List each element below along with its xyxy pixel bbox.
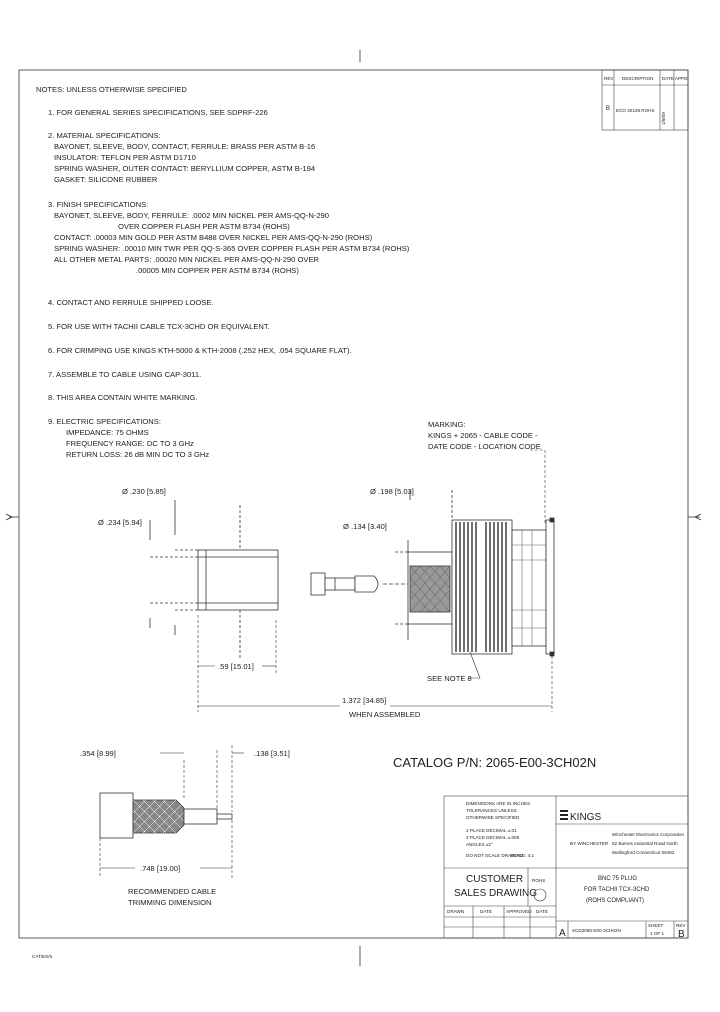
rev-description: ECO 40128 ROHS — [616, 108, 655, 113]
note-6: 6. FOR CRIMPING USE KINGS KTH-5000 & KTH… — [48, 346, 352, 355]
trim-label: RECOMMENDED CABLE — [128, 887, 216, 896]
rev-date: 1/8/09 — [661, 112, 666, 125]
ferrule-sleeve-drawing — [149, 500, 279, 660]
date-col-header: DATE APPD — [662, 76, 688, 81]
note-7: 7. ASSEMBLE TO CABLE USING CAP-3011. — [48, 370, 201, 379]
contact-pin-drawing — [310, 572, 379, 596]
title-block: DIMENSIONS ARE IN INCHES TOLERANCES UNLE… — [443, 795, 689, 940]
approved-label: APPROVED — [506, 909, 532, 914]
marking-line: KINGS + 2065 - CABLE CODE - — [428, 431, 538, 440]
note-2-title: 2. MATERIAL SPECIFICATIONS: — [48, 131, 161, 140]
dim-1372: 1.372 [34.85] — [342, 696, 386, 705]
customer-label: CUSTOMER — [466, 874, 523, 885]
dim-138: .138 [3.51] — [254, 749, 290, 758]
note-3-line: OVER COPPER FLASH PER ASTM B734 (ROHS) — [118, 222, 290, 231]
sheet-value: 1 OF 1 — [650, 931, 664, 936]
date-label: DATE — [480, 909, 492, 914]
rohs-seal-icon — [533, 888, 547, 902]
note-2-line: SPRING WASHER, OUTER CONTACT: BERYLLIUM … — [54, 164, 315, 173]
rev-col-header: REV — [604, 76, 614, 81]
do-not-scale: DO NOT SCALE DRAWING — [466, 853, 524, 858]
note-1: 1. FOR GENERAL SERIES SPECIFICATIONS, SE… — [48, 108, 268, 117]
dimension-lines — [197, 615, 553, 712]
rev-letter: B — [606, 106, 610, 112]
drawn-label: DRAWN — [447, 909, 464, 914]
when-assembled-label: WHEN ASSEMBLED — [349, 710, 421, 719]
footer-code: CAT/ES/5 — [32, 954, 53, 959]
note-3-line: SPRING WASHER: .00010 MIN TWR PER QQ-S-3… — [54, 244, 410, 253]
dim-d198: Ø .198 [5.03] — [370, 487, 414, 496]
note-3-line: .00005 MIN COPPER PER ASTM B734 (ROHS) — [136, 266, 299, 275]
sales-drawing-label: SALES DRAWING — [454, 888, 537, 899]
dim-d230: Ø .230 [5.85] — [122, 487, 166, 496]
tolerance-line: ANGLES ±2° — [466, 842, 493, 847]
dim-748: .748 [19.00] — [140, 864, 180, 873]
trim-label: TRIMMING DIMENSION — [128, 898, 212, 907]
marking-line: DATE CODE - LOCATION CODE — [428, 442, 541, 451]
tolerance-line: OTHERWISE SPECIFIED — [466, 815, 520, 820]
bnc-plug-drawing — [383, 490, 555, 657]
dim-354: .354 [8.99] — [80, 749, 116, 758]
drawing-number: SCD2065-E00-3CH02N — [572, 928, 621, 933]
rev-label: REV — [676, 923, 686, 928]
note-9-title: 9. ELECTRIC SPECIFICATIONS: — [48, 417, 161, 426]
catalog-number: CATALOG P/N: 2065-E00-3CH02N — [393, 755, 596, 770]
notes-block: NOTES: UNLESS OTHERWISE SPECIFIED 1. FOR… — [36, 85, 410, 459]
note-9-line: FREQUENCY RANGE: DC TO 3 GHz — [66, 439, 194, 448]
rev-value: B — [678, 929, 685, 940]
company-address: Winchester Electronics Corporation — [612, 832, 684, 837]
company-sub: BY WINCHESTER — [570, 841, 609, 846]
rohs-label: ROHS — [532, 878, 545, 883]
note-2-line: GASKET: SILICONE RUBBER — [54, 175, 158, 184]
note-5: 5. FOR USE WITH TACHII CABLE TCX-3CHD OR… — [48, 322, 270, 331]
marking-callout: MARKING: KINGS + 2065 - CABLE CODE - DAT… — [428, 420, 546, 525]
tolerance-line: 3 PLACE DECIMAL ±.005 — [466, 835, 520, 840]
tolerance-line: TOLERANCES UNLESS — [466, 808, 517, 813]
company-logo-text: KINGS — [570, 812, 601, 823]
company-address: Wallingford Connecticut 06492 — [612, 850, 675, 855]
scale-value: SCALE: 4:1 — [510, 853, 534, 858]
dim-d134: Ø .134 [3.40] — [343, 522, 387, 531]
note-3-line: BAYONET, SLEEVE, BODY, FERRULE: .0002 MI… — [54, 211, 329, 220]
drawing-title: BNC 75 PLUG — [598, 876, 637, 882]
note-3-line: CONTACT: .00003 MIN GOLD PER ASTM B488 O… — [54, 233, 373, 242]
dim-d234: Ø .234 [5.94] — [98, 518, 142, 527]
cable-trim-drawing — [99, 745, 244, 878]
note-2-line: BAYONET, SLEEVE, BODY, CONTACT, FERRULE:… — [54, 142, 315, 151]
company-address: 62 Barnes Industrial Road North — [612, 841, 678, 846]
desc-col-header: DESCRIPTION — [622, 76, 653, 81]
date-label: DATE — [536, 909, 548, 914]
tolerance-line: DIMENSIONS ARE IN INCHES — [466, 801, 530, 806]
size-value: A — [559, 928, 566, 939]
drawing-title: FOR TACHII TCX-3CHD — [584, 887, 650, 893]
drawing-title: (ROHS COMPLIANT) — [586, 898, 644, 904]
marking-line: MARKING: — [428, 420, 466, 429]
sheet-label: SHEET — [648, 923, 664, 928]
note-9-line: RETURN LOSS: 26 dB MIN DC TO 3 GHz — [66, 450, 209, 459]
notes-header: NOTES: UNLESS OTHERWISE SPECIFIED — [36, 85, 187, 94]
note-9-line: IMPEDANCE: 75 OHMS — [66, 428, 149, 437]
note-2-line: INSULATOR: TEFLON PER ASTM D1710 — [54, 153, 196, 162]
note-3-line: ALL OTHER METAL PARTS: .00020 MIN NICKEL… — [54, 255, 320, 264]
note-8: 8. THIS AREA CONTAIN WHITE MARKING. — [48, 393, 198, 402]
drawing-border — [5, 50, 702, 966]
note-3-title: 3. FINISH SPECIFICATIONS: — [48, 200, 148, 209]
note-4: 4. CONTACT AND FERRULE SHIPPED LOOSE. — [48, 298, 214, 307]
tolerance-line: 2 PLACE DECIMAL ±.01 — [466, 828, 517, 833]
see-note-label: SEE NOTE 8 — [427, 674, 472, 683]
revision-table: REV DESCRIPTION DATE APPD B ECO 40128 RO… — [601, 69, 689, 131]
dim-59: .59 [15.01] — [218, 662, 254, 671]
kings-logo-icon — [560, 810, 568, 820]
